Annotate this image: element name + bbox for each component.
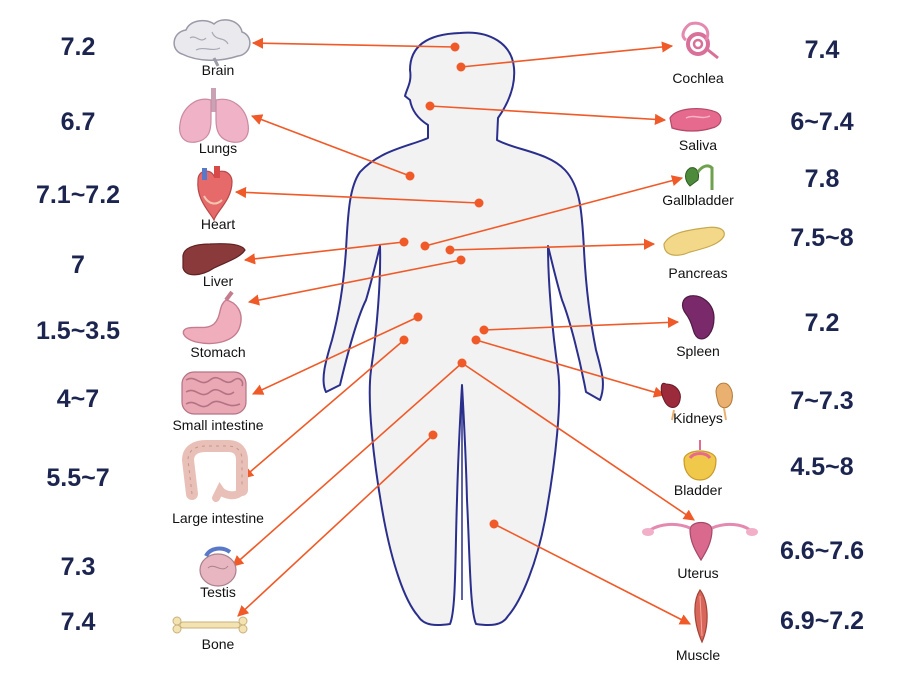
- label-muscle: Muscle: [676, 647, 721, 663]
- arrow-stomach: [247, 259, 462, 306]
- ph-cochlea: 7.4: [805, 36, 840, 64]
- arrow-pancreas: [449, 238, 656, 251]
- small-intestine-icon: [181, 371, 247, 415]
- label-liver: Liver: [203, 273, 234, 289]
- arrow-brain: [251, 37, 456, 49]
- ph-testis: 7.3: [61, 553, 96, 581]
- arrow-cochlea: [460, 41, 674, 68]
- arrow-large-intestine: [242, 339, 405, 479]
- heart-icon: [197, 166, 233, 222]
- ph-muscle: 6.9~7.2: [780, 607, 864, 635]
- pancreas-icon: [663, 226, 725, 256]
- label-large-intestine: Large intestine: [172, 510, 264, 526]
- ph-liver: 7: [71, 251, 85, 279]
- arrow-liver: [243, 241, 405, 265]
- ph-spleen: 7.2: [805, 309, 840, 337]
- label-brain: Brain: [202, 62, 235, 78]
- label-kidneys: Kidneys: [673, 410, 723, 426]
- brain-icon: [173, 19, 251, 67]
- organ-labels: Brain Lungs Heart Liver Stomach Small in…: [172, 62, 734, 663]
- bladder-icon: [683, 440, 717, 481]
- ph-heart: 7.1~7.2: [36, 181, 120, 209]
- label-bladder: Bladder: [674, 482, 723, 498]
- arrow-testis: [232, 362, 463, 567]
- arrow-small-intestine: [251, 316, 419, 395]
- arrow-muscle: [493, 523, 691, 625]
- liver-icon: [182, 243, 246, 276]
- gallbladder-icon: [685, 164, 714, 190]
- ph-saliva: 6~7.4: [790, 108, 853, 136]
- arrow-spleen: [483, 316, 680, 331]
- label-pancreas: Pancreas: [668, 265, 727, 281]
- label-stomach: Stomach: [190, 344, 245, 360]
- label-bone: Bone: [202, 636, 235, 652]
- muscle-icon: [694, 588, 708, 644]
- label-lungs: Lungs: [199, 140, 237, 156]
- stomach-icon: [182, 290, 242, 345]
- ph-lungs: 6.7: [61, 108, 96, 136]
- ph-values: 7.2 6.7 7.1~7.2 7 1.5~3.5 4~7 5.5~7 7.3 …: [36, 33, 864, 636]
- bone-icon: [172, 616, 248, 634]
- label-spleen: Spleen: [676, 343, 720, 359]
- ph-small-intestine: 4~7: [57, 385, 99, 413]
- label-gallbladder: Gallbladder: [662, 192, 734, 208]
- lungs-icon: [179, 88, 249, 143]
- arrow-saliva: [429, 105, 667, 125]
- ph-uterus: 6.6~7.6: [780, 537, 864, 565]
- arrow-lungs: [250, 114, 411, 177]
- spleen-icon: [681, 295, 715, 340]
- uterus-icon: [642, 521, 758, 562]
- arrow-uterus: [461, 362, 695, 521]
- label-cochlea: Cochlea: [672, 70, 724, 86]
- arrow-gallbladder: [424, 175, 684, 247]
- label-testis: Testis: [200, 584, 236, 600]
- connector-arrows: [232, 37, 695, 625]
- label-saliva: Saliva: [679, 137, 717, 153]
- arrow-bone: [237, 434, 434, 617]
- arrow-kidneys: [475, 339, 666, 398]
- body-points: [399, 42, 499, 529]
- label-uterus: Uterus: [677, 565, 718, 581]
- saliva-icon: [669, 108, 722, 132]
- ph-bladder: 4.5~8: [790, 453, 853, 481]
- ph-brain: 7.2: [61, 33, 96, 61]
- large-intestine-icon: [181, 440, 248, 502]
- label-heart: Heart: [201, 216, 235, 232]
- kidneys-icon: [660, 382, 733, 421]
- cochlea-icon: [681, 21, 719, 60]
- ph-bone: 7.4: [61, 608, 96, 636]
- testis-icon: [199, 546, 237, 587]
- human-body-silhouette: [322, 31, 604, 626]
- arrow-heart: [234, 186, 480, 204]
- ph-stomach: 1.5~3.5: [36, 317, 120, 345]
- label-small-intestine: Small intestine: [172, 417, 263, 433]
- ph-kidneys: 7~7.3: [790, 387, 853, 415]
- ph-pancreas: 7.5~8: [790, 224, 853, 252]
- ph-large-intestine: 5.5~7: [46, 464, 109, 492]
- ph-gallbladder: 7.8: [805, 165, 840, 193]
